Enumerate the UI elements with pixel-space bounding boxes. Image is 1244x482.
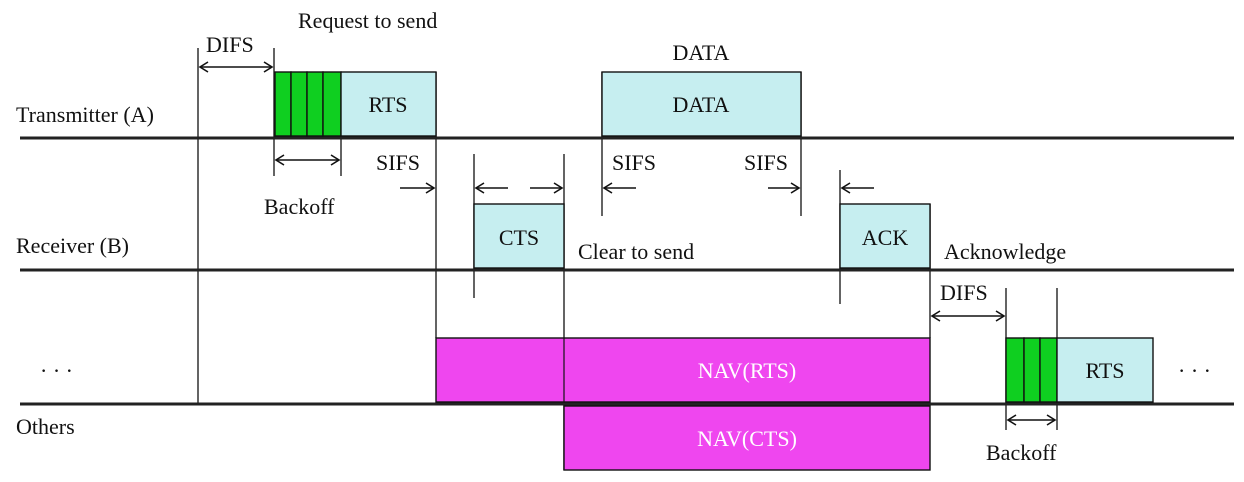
- transmitter-row-label: Transmitter (A): [16, 102, 154, 127]
- ellipsis-left: · · ·: [40, 358, 73, 383]
- data-frame-label: DATA: [673, 92, 730, 117]
- clear-to-send-label: Clear to send: [578, 239, 694, 264]
- transmitter-backoff-slots: [274, 71, 342, 137]
- ellipsis-right: · · ·: [1178, 358, 1211, 383]
- difs-top-label: DIFS: [206, 32, 254, 57]
- backoff-slot: [1005, 337, 1025, 403]
- backoff-slot: [1039, 337, 1058, 403]
- backoff-slot: [274, 71, 292, 137]
- sifs-2-label: SIFS: [612, 150, 656, 175]
- difs-bottom-arrow: [930, 310, 1006, 322]
- backoff-slot: [1023, 337, 1041, 403]
- backoff-bottom-arrow: [1006, 414, 1057, 426]
- backoff-slot: [290, 71, 308, 137]
- request-to-send-label: Request to send: [298, 8, 437, 33]
- nav-rts-label: NAV(RTS): [698, 358, 797, 383]
- acknowledge-label: Acknowledge: [944, 239, 1066, 264]
- sifs-3-arrows: [768, 182, 874, 194]
- backoff-top-label: Backoff: [264, 194, 335, 219]
- cts-frame: [473, 203, 565, 269]
- receiver-row-label: Receiver (B): [16, 233, 129, 258]
- difs-top-arrow: [198, 61, 274, 73]
- sifs-2-arrows: [530, 182, 636, 194]
- nav-rts-bar: [435, 337, 931, 403]
- data-frame: [601, 71, 802, 137]
- rts-frame-transmitter: [340, 71, 437, 137]
- others-backoff-slots: [1005, 337, 1058, 403]
- backoff-slot: [306, 71, 324, 137]
- backoff-top-arrow: [274, 154, 341, 166]
- backoff-slot: [322, 71, 342, 137]
- others-row-label: Others: [16, 414, 75, 439]
- cts-frame-label: CTS: [499, 225, 539, 250]
- rts-frame-others: [1056, 337, 1154, 403]
- sifs-1-label: SIFS: [376, 150, 420, 175]
- sifs-3-label: SIFS: [744, 150, 788, 175]
- ack-frame: [839, 203, 931, 269]
- rts-others-label: RTS: [1085, 358, 1124, 383]
- backoff-bottom-label: Backoff: [986, 440, 1057, 465]
- nav-cts-bar: [563, 405, 931, 471]
- ack-frame-label: ACK: [862, 225, 909, 250]
- sifs-1-arrows: [400, 182, 508, 194]
- rts-frame-label: RTS: [368, 92, 407, 117]
- nav-cts-label: NAV(CTS): [697, 426, 797, 451]
- data-top-label: DATA: [673, 40, 730, 65]
- difs-bottom-label: DIFS: [940, 280, 988, 305]
